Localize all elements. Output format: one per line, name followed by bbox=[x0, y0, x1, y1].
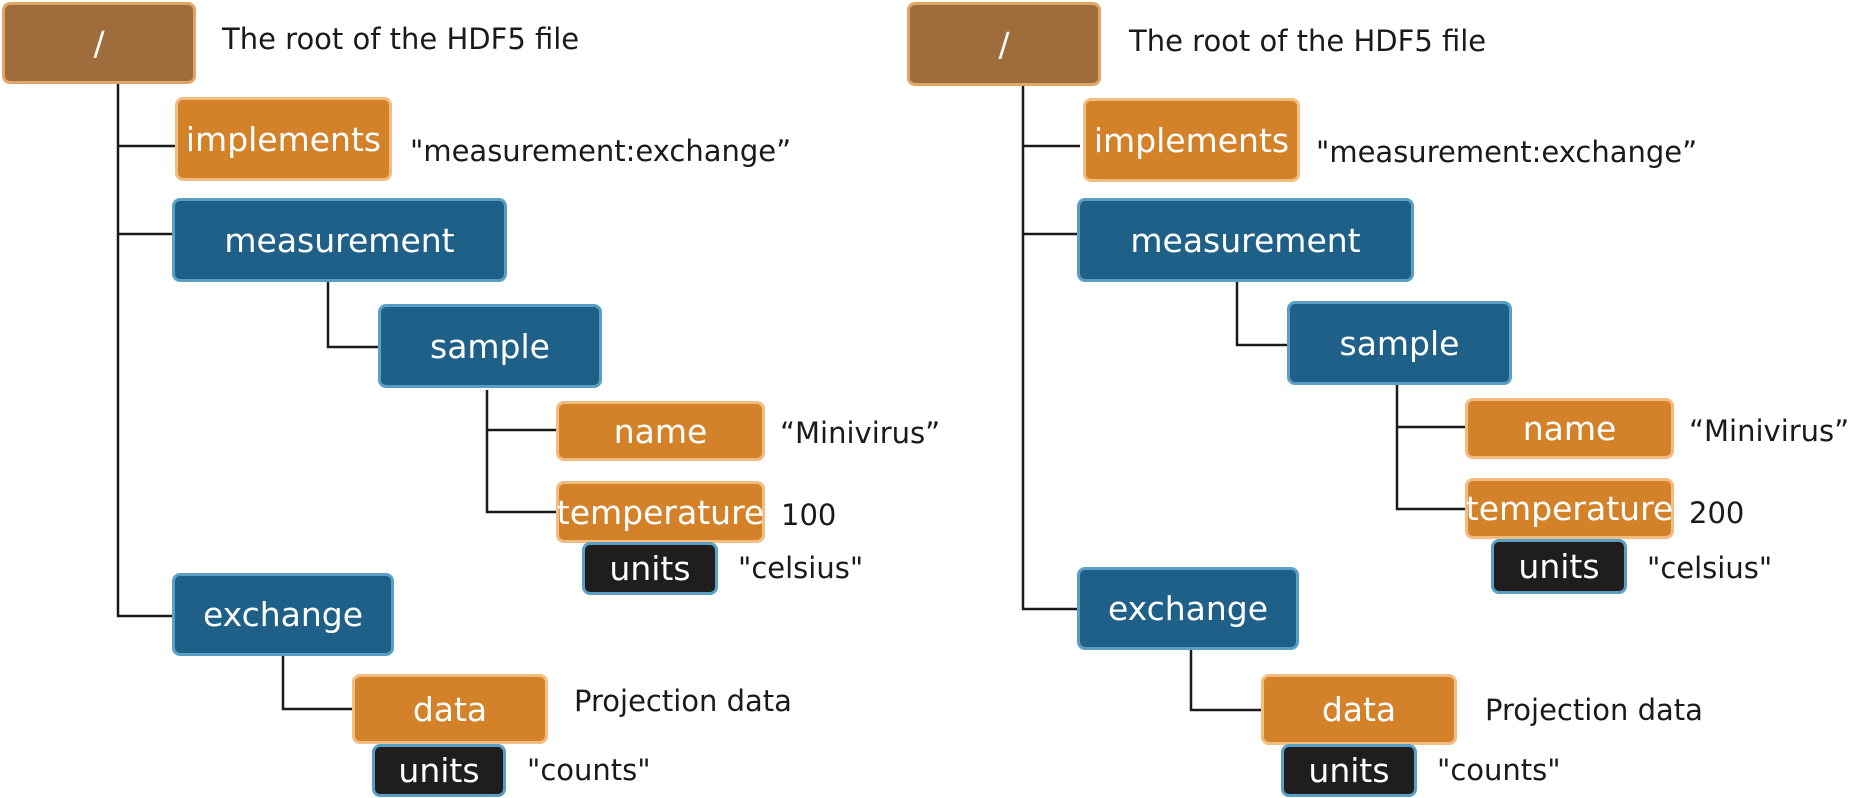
temperature-units-value: "celsius" bbox=[738, 551, 864, 585]
name-node[interactable]: name bbox=[1465, 398, 1674, 459]
data-value: Projection data bbox=[574, 684, 792, 718]
temperature-value: 100 bbox=[781, 498, 837, 532]
measurement-node[interactable]: measurement bbox=[172, 198, 507, 282]
temperature-node[interactable]: temperature bbox=[556, 481, 765, 543]
root-node[interactable]: / bbox=[2, 2, 196, 84]
root-description: The root of the HDF5 file bbox=[222, 22, 580, 56]
data-units-value: "counts" bbox=[1437, 753, 1561, 787]
temperature-value: 200 bbox=[1689, 496, 1745, 530]
implements-node[interactable]: implements bbox=[1083, 98, 1300, 182]
name-node[interactable]: name bbox=[556, 401, 765, 461]
temperature-units-node[interactable]: units bbox=[1491, 539, 1627, 594]
measurement-node[interactable]: measurement bbox=[1077, 198, 1414, 282]
data-node[interactable]: data bbox=[352, 674, 548, 744]
hdf5-tree-right: / The root of the HDF5 file implements "… bbox=[905, 0, 1849, 798]
data-units-value: "counts" bbox=[527, 753, 651, 787]
implements-value: "measurement:exchange” bbox=[1316, 135, 1698, 169]
tree-connectors bbox=[1021, 78, 1465, 712]
data-units-node[interactable]: units bbox=[372, 744, 506, 797]
data-node[interactable]: data bbox=[1261, 674, 1457, 745]
sample-node[interactable]: sample bbox=[1287, 301, 1512, 385]
data-value: Projection data bbox=[1485, 693, 1703, 727]
root-description: The root of the HDF5 file bbox=[1129, 24, 1487, 58]
temperature-units-node[interactable]: units bbox=[582, 542, 718, 595]
exchange-node[interactable]: exchange bbox=[1077, 567, 1299, 650]
tree-connectors bbox=[116, 78, 556, 711]
name-value: “Minivirus” bbox=[780, 416, 941, 450]
implements-node[interactable]: implements bbox=[175, 97, 392, 181]
exchange-node[interactable]: exchange bbox=[172, 573, 394, 656]
data-units-node[interactable]: units bbox=[1281, 744, 1417, 797]
implements-value: "measurement:exchange” bbox=[410, 134, 792, 168]
sample-node[interactable]: sample bbox=[378, 304, 602, 388]
name-value: “Minivirus” bbox=[1689, 414, 1850, 448]
hdf5-tree-left: / The root of the HDF5 file implements "… bbox=[0, 0, 940, 798]
temperature-node[interactable]: temperature bbox=[1465, 478, 1674, 539]
root-node[interactable]: / bbox=[907, 2, 1101, 86]
temperature-units-value: "celsius" bbox=[1647, 551, 1773, 585]
